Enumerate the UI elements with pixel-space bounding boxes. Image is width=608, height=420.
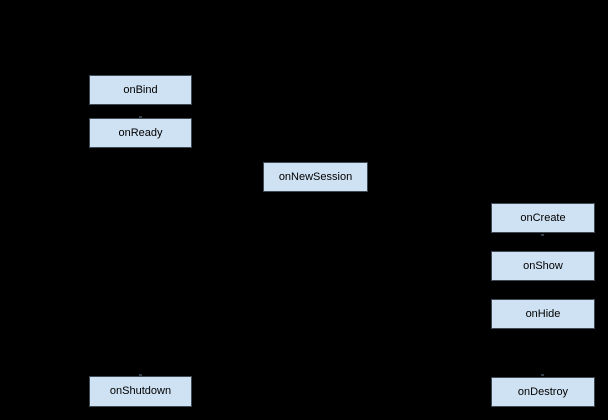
arrowhead-stub-ondestroy xyxy=(541,374,544,376)
node-onnewsession: onNewSession xyxy=(263,162,368,192)
arrowhead-stub-onready xyxy=(139,116,142,118)
node-onready: onReady xyxy=(89,118,192,148)
node-ondestroy: onDestroy xyxy=(491,377,595,407)
node-onhide: onHide xyxy=(491,299,595,329)
arrowhead-stub-onshutdown xyxy=(139,374,142,376)
node-onbind: onBind xyxy=(89,75,192,105)
node-oncreate: onCreate xyxy=(491,203,595,233)
node-onshow: onShow xyxy=(491,251,595,281)
arrowhead-stub-oncreate xyxy=(541,234,544,236)
node-onshutdown: onShutdown xyxy=(89,376,192,407)
